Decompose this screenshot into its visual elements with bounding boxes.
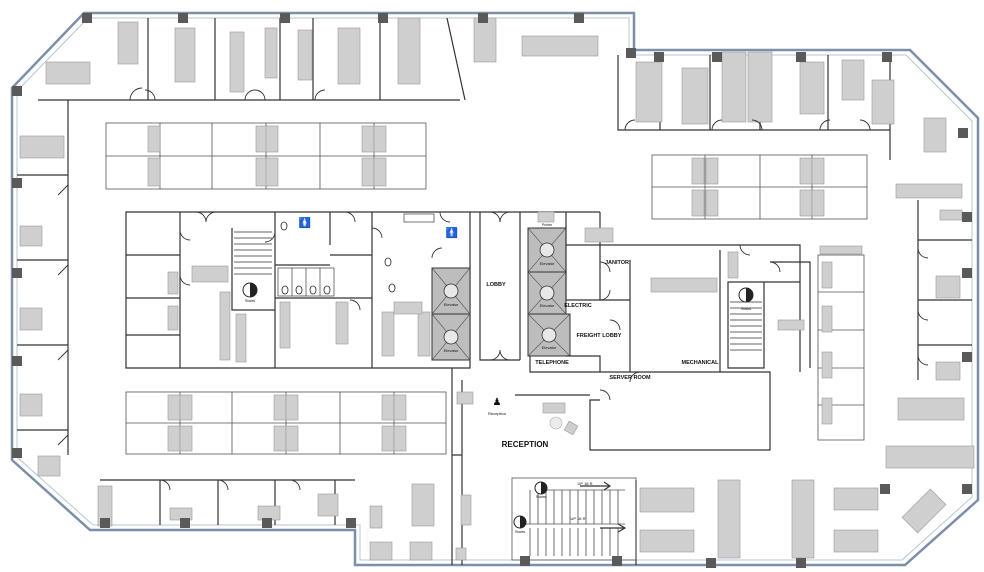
stairs-label-reception-2: Stairs (515, 529, 525, 534)
men-icon: 🚹 (446, 226, 458, 239)
exterior-wall-inner (16, 17, 973, 561)
elevator-label-4: Elevator (540, 303, 555, 308)
elevator-label-2: Elevator (444, 348, 459, 353)
printer-label: Printer (542, 223, 553, 227)
reception-label: RECEPTION (502, 440, 549, 449)
top-right-offices (617, 51, 968, 160)
lobby-label: LOBBY (486, 282, 506, 288)
elevator-label-5: Elevator (542, 345, 557, 350)
stair-up-label-a: UP 18 R (577, 481, 592, 486)
stairs-label-reception-1: Stairs (536, 494, 546, 499)
left-offices (12, 100, 69, 477)
core-right (470, 211, 811, 451)
elevator-bank: Elevator Elevator Elevator Elevator Elev… (431, 227, 571, 361)
stairs-label-left: Stairs (245, 298, 255, 303)
reception-desk-label: Reception (488, 411, 506, 416)
bottom-left-offices (97, 479, 435, 561)
stairs-label-right: Stairs (741, 306, 751, 311)
workstation-blocks (105, 122, 868, 455)
freight-lobby-label: FREIGHT LOBBY (577, 333, 622, 339)
top-offices (12, 13, 636, 101)
telephone-label: TELEPHONE (535, 360, 569, 366)
elevator-label-3: Elevator (540, 261, 555, 266)
elevator-label-1: Elevator (444, 302, 459, 307)
core-left: 🚺 🚹 (125, 211, 471, 369)
reception-area: ♟ (451, 368, 637, 566)
right-offices (895, 117, 972, 494)
janitor-label: JANITOR (605, 260, 629, 266)
server-room-label: SERVER ROOM (609, 375, 651, 381)
stair-up-label-b: UP 18 R (570, 516, 585, 521)
women-icon: 🚺 (299, 216, 311, 229)
electric-label: ELECTRIC (564, 303, 592, 309)
reception-desk-icon: ♟ (493, 397, 502, 408)
mechanical-label: MECHANICAL (682, 360, 720, 366)
exterior-wall (10, 11, 980, 567)
bottom-right-open-office (639, 397, 975, 568)
